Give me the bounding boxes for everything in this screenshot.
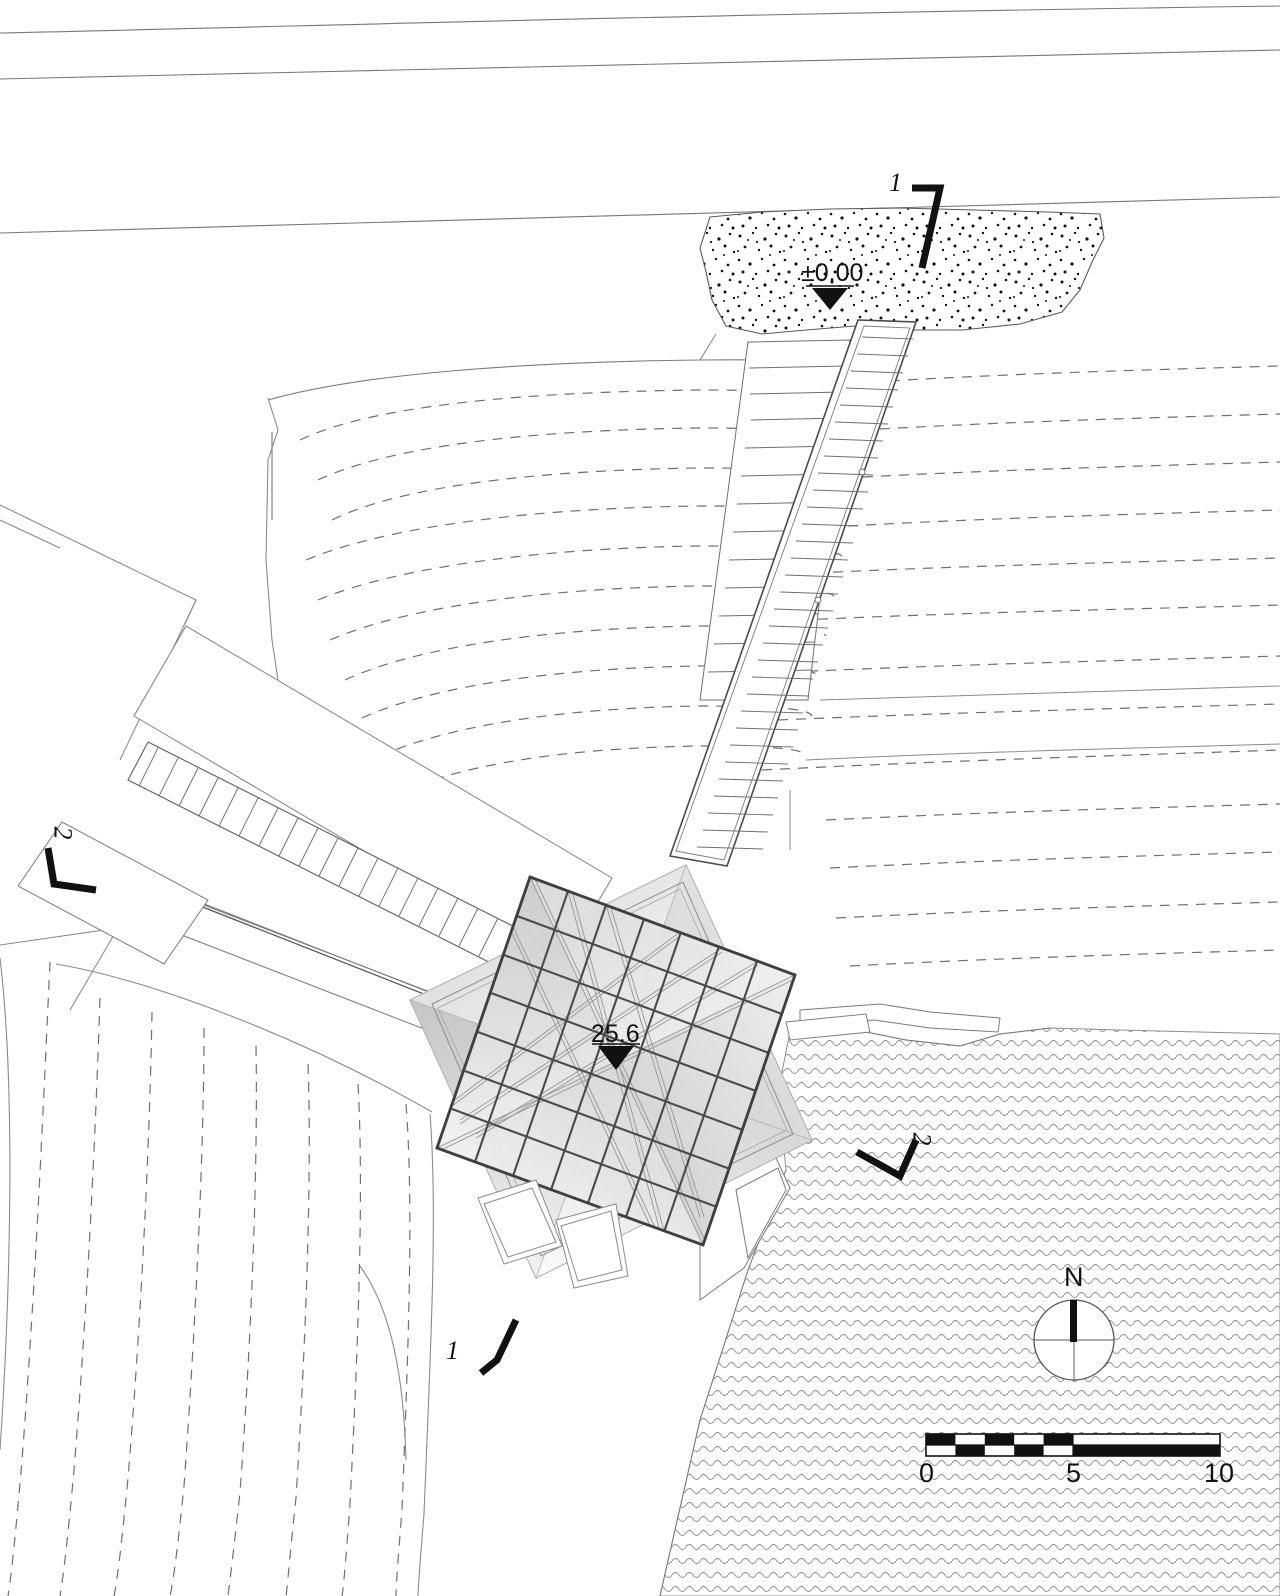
entry-plaza xyxy=(699,207,1105,335)
north-arrow-label: N xyxy=(1064,1262,1084,1292)
pavilion-base-elements xyxy=(477,1179,629,1289)
elevation-triangles xyxy=(598,288,848,1070)
section-marker-label-2-west[interactable]: 2 xyxy=(48,826,78,840)
east-terrain-contours xyxy=(761,365,1280,967)
southwest-terrain-contours xyxy=(7,961,411,1596)
section-marker-label-1-north[interactable]: 1 xyxy=(889,168,902,197)
pavilion-grid-roof xyxy=(435,875,797,1247)
scale-tick-0: 0 xyxy=(919,1458,935,1488)
southwest-terrain-boundary xyxy=(0,957,434,1596)
upper-terrain-boundary xyxy=(265,333,717,721)
central-pavilion xyxy=(408,863,871,1289)
section-marker-label-1-south[interactable]: 1 xyxy=(446,1336,459,1365)
elevation-label-pavilion: 25.6 xyxy=(591,1020,640,1048)
scale-tick-5: 5 xyxy=(1066,1458,1082,1488)
section-marker-label-2-east[interactable]: 2 xyxy=(907,1132,937,1146)
scale-tick-10: 10 xyxy=(1204,1458,1235,1488)
upper-road xyxy=(0,5,1280,234)
elevation-label-entry-plaza: ±0.00 xyxy=(801,259,864,287)
elevation-underlines xyxy=(592,285,854,1045)
pool-deck-slabs xyxy=(699,1003,1001,1301)
section-marker-glyphs xyxy=(44,184,945,1376)
scale-bar-glyph xyxy=(925,1433,1221,1457)
pavilion-east-connector xyxy=(785,1013,871,1041)
north-arrow-glyph xyxy=(1033,1299,1115,1381)
pedestrian-bridge-stair xyxy=(668,319,918,867)
